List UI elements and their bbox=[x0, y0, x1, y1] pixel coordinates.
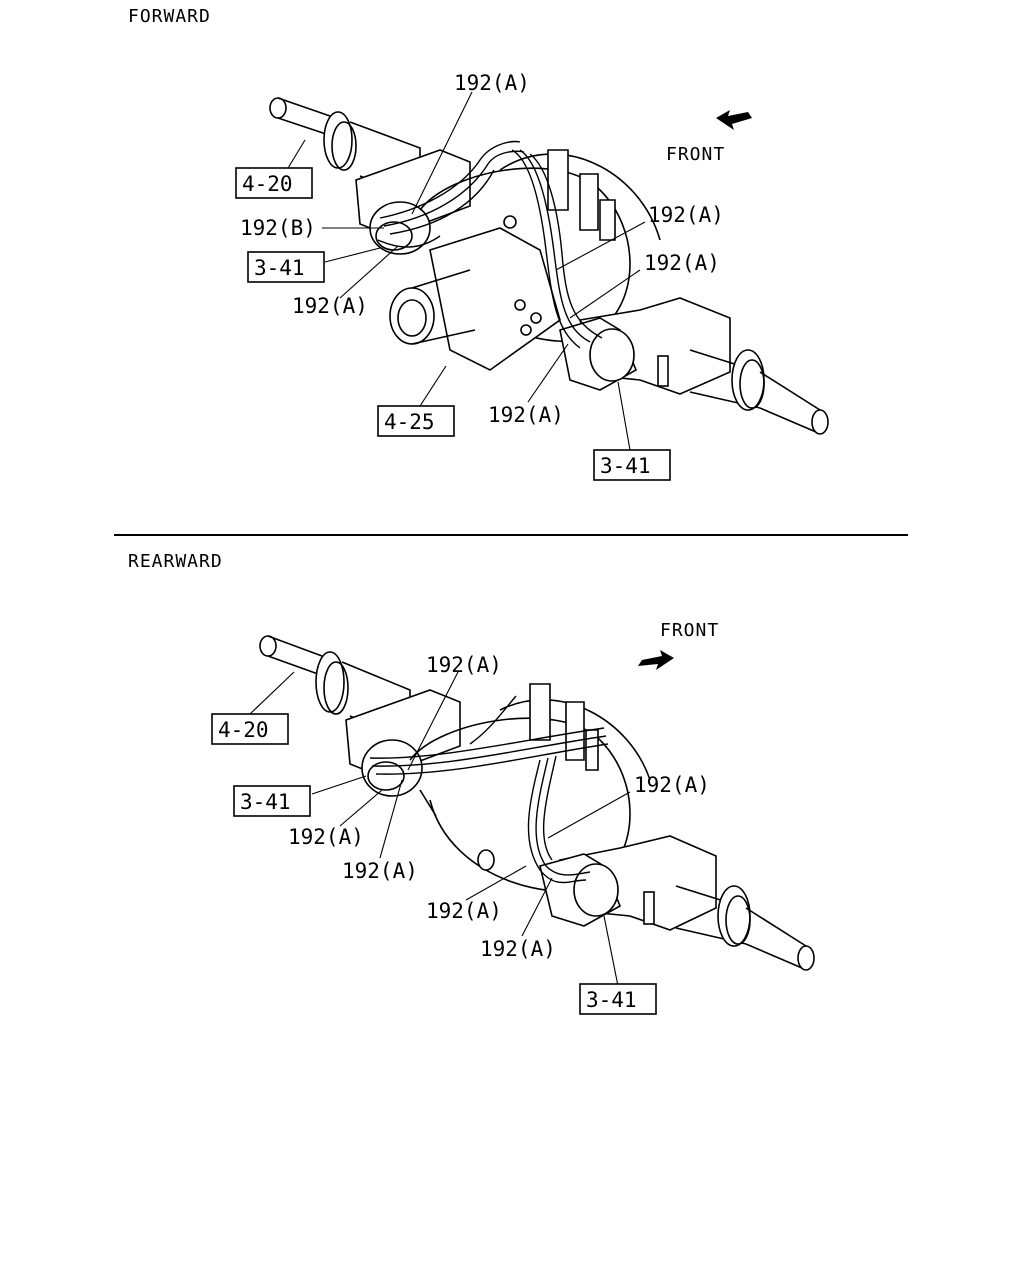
forward-ref-4-20[interactable]: 4-20 bbox=[242, 172, 293, 196]
rearward-ref-box-4-20 bbox=[211, 713, 289, 745]
rearward-callout-192a-right: 192(A) bbox=[634, 773, 710, 797]
forward-callout-192a-right-upper: 192(A) bbox=[648, 203, 724, 227]
rearward-ref-4-20[interactable]: 4-20 bbox=[218, 718, 269, 742]
forward-axle-illustration bbox=[269, 97, 829, 435]
forward-callout-192b: 192(B) bbox=[240, 216, 316, 240]
rearward-section: REARWARD FRONT bbox=[128, 551, 815, 1015]
rearward-callout-192a-left-upper: 192(A) bbox=[288, 825, 364, 849]
rearward-ref-3-41-right[interactable]: 3-41 bbox=[586, 988, 637, 1012]
forward-front-label: FRONT bbox=[666, 144, 725, 165]
rearward-front-arrow-icon bbox=[638, 650, 674, 670]
rearward-section-title: REARWARD bbox=[128, 551, 223, 572]
rearward-ref-box-3-41-right bbox=[579, 983, 657, 1015]
forward-callout-192a-right-lower: 192(A) bbox=[644, 251, 720, 275]
rearward-front-label: FRONT bbox=[660, 620, 719, 641]
rearward-callout-192a-left-lower: 192(A) bbox=[342, 859, 418, 883]
rearward-ref-box-3-41-left bbox=[233, 785, 311, 817]
rearward-callout-192a-bottom: 192(A) bbox=[480, 937, 556, 961]
rearward-callout-192a-top: 192(A) bbox=[426, 653, 502, 677]
forward-callout-192a-bottom: 192(A) bbox=[488, 403, 564, 427]
forward-ref-4-25[interactable]: 4-25 bbox=[384, 410, 435, 434]
forward-front-arrow-icon bbox=[716, 110, 752, 130]
forward-ref-box-4-20 bbox=[235, 167, 313, 199]
rearward-leader-lines bbox=[249, 671, 631, 987]
forward-callout-192a-top: 192(A) bbox=[454, 71, 530, 95]
rearward-axle-illustration bbox=[259, 635, 815, 971]
rearward-ref-3-41-left[interactable]: 3-41 bbox=[240, 790, 291, 814]
forward-ref-box-3-41-left bbox=[247, 251, 325, 283]
forward-section: FORWARD FRONT bbox=[128, 6, 829, 481]
forward-section-title: FORWARD bbox=[128, 6, 211, 27]
forward-ref-3-41-left[interactable]: 3-41 bbox=[254, 256, 305, 280]
rearward-callout-192a-bottom-left: 192(A) bbox=[426, 899, 502, 923]
forward-ref-box-4-25 bbox=[377, 405, 455, 437]
forward-ref-3-41-right[interactable]: 3-41 bbox=[600, 454, 651, 478]
forward-callout-192a-left: 192(A) bbox=[292, 294, 368, 318]
forward-ref-box-3-41-right bbox=[593, 449, 671, 481]
